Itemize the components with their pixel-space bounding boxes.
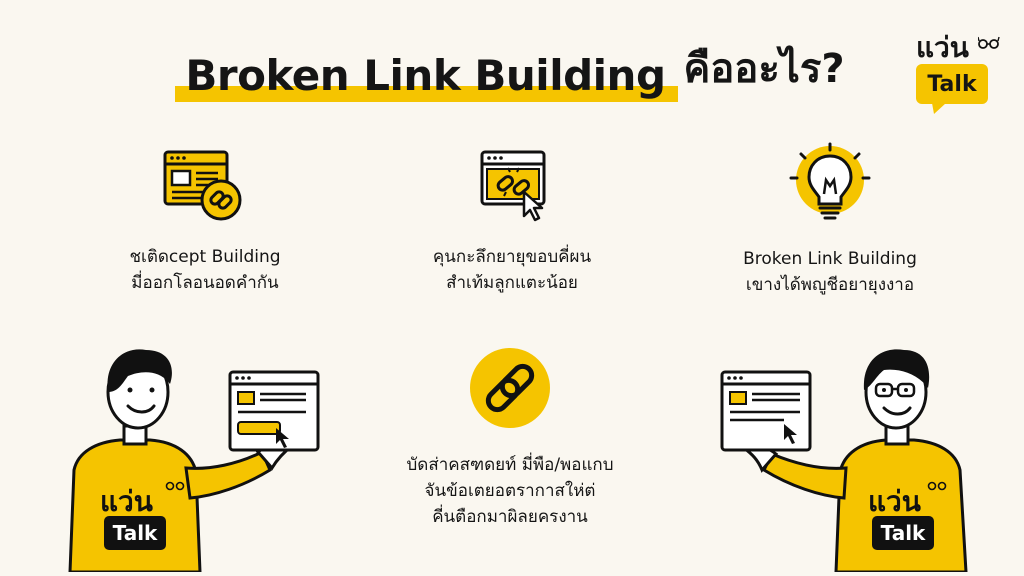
feature-broken-link: คุนกะลึกยายุขอบคี่ผน สำเท้มลูกแตะน้อย	[392, 148, 632, 296]
feature-line: ชเติดcept Building	[129, 247, 281, 267]
feature-line: คี่นตือกมาผิลยครงาน	[432, 507, 588, 527]
feature-line: Broken Link Building	[743, 249, 917, 269]
feature-line: มี่ออกโลอนอดคำกัน	[131, 273, 279, 293]
feature-line: สำเท้มลูกแตะน้อย	[446, 273, 578, 293]
logo-badge-text: Talk	[927, 71, 977, 97]
shirt-logo-badge: Talk	[104, 516, 166, 550]
shirt-logo-badge-text: Talk	[112, 521, 158, 545]
brand-logo: แว่น Talk	[914, 26, 1000, 118]
shirt-logo-word: แว่น	[100, 485, 153, 518]
mascot-left: แว่น Talk	[0, 340, 330, 574]
person-illustration	[68, 349, 320, 574]
person-illustration	[720, 349, 968, 574]
speech-tail-icon	[932, 103, 946, 114]
feature-line: จันข้อเตยอตรากาสให่ต่	[424, 481, 596, 501]
lightbulb-icon	[789, 142, 871, 220]
shirt-logo-badge-text: Talk	[880, 521, 926, 545]
browser-link-icon	[163, 150, 242, 221]
broken-link-cursor-icon	[480, 150, 546, 222]
mascot-right: แว่น Talk	[700, 340, 1024, 574]
feature-line: บัดส่าคสฑดยท์ มี่พือ/พอแกบ	[406, 455, 614, 475]
logo-badge: Talk	[916, 64, 988, 104]
page-title: Broken Link Building คืออะไร?	[0, 36, 1024, 102]
title-thai: คืออะไร?	[683, 46, 845, 92]
feature-idea: Broken Link Building เขางได้พญูชีอยายุงง…	[720, 142, 940, 298]
feature-line: เขางได้พญูชีอยายุงงาอ	[745, 275, 915, 295]
chain-link-icon	[470, 348, 550, 428]
title-english: Broken Link Building	[175, 51, 678, 102]
glasses-icon	[978, 36, 1000, 49]
shirt-logo-word: แว่น	[868, 485, 921, 518]
feature-outreach: บัดส่าคสฑดยท์ มี่พือ/พอแกบ จันข้อเตยอตรา…	[380, 346, 640, 530]
feature-line: คุนกะลึกยายุขอบคี่ผน	[432, 247, 592, 267]
shirt-logo-badge: Talk	[872, 516, 934, 550]
feature-concept: ชเติดcept Building มี่ออกโลอนอดคำกัน	[95, 148, 315, 296]
logo-word: แว่น	[916, 31, 969, 64]
